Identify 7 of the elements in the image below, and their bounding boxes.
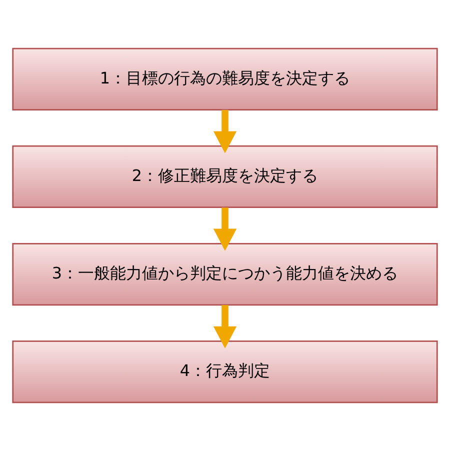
arrow (213, 206, 237, 250)
arrow (213, 304, 237, 348)
node-box: 4：行為判定 (12, 340, 438, 403)
node-box: 1：目標の行為の難易度を決定する (12, 47, 438, 110)
arrow (213, 109, 237, 153)
node-box: 2：修正難易度を決定する (12, 144, 438, 208)
node-box: 3：一般能力値から判定につかう能力値を決める (12, 242, 438, 306)
